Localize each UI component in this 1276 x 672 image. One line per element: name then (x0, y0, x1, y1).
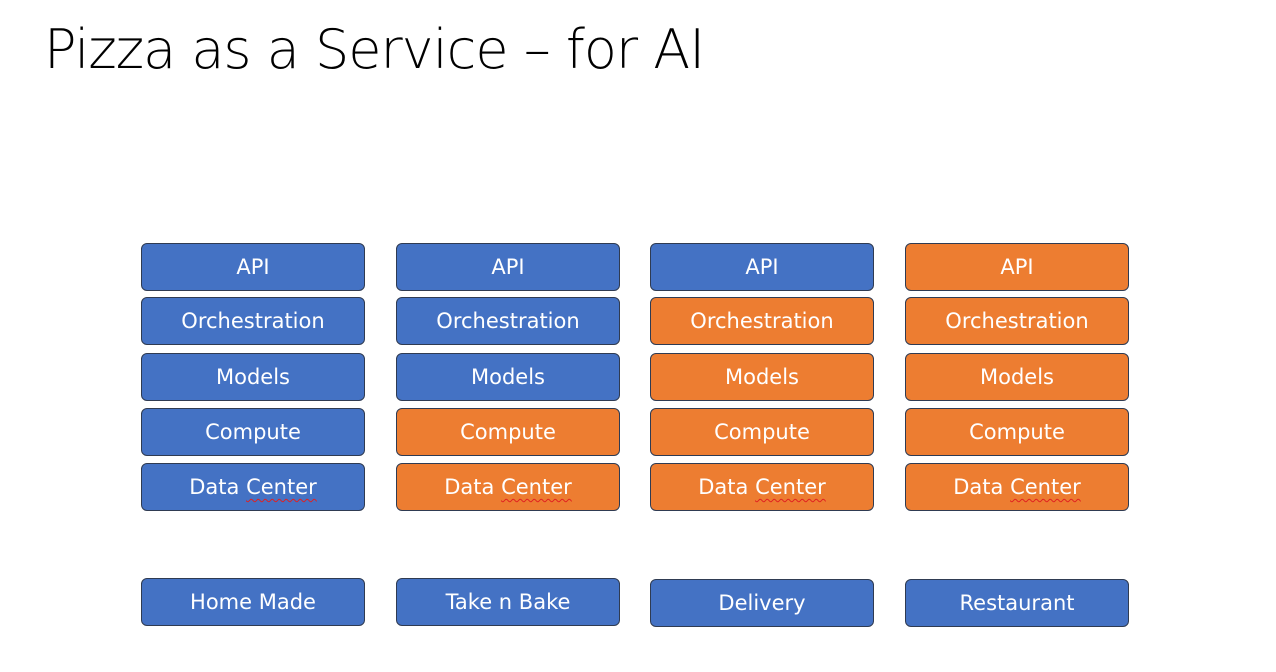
layer-models: Models (396, 353, 620, 401)
layer-data-center: Data Center (905, 463, 1129, 511)
layer-orchestration: Orchestration (396, 297, 620, 345)
layer-data-center: Data Center (396, 463, 620, 511)
layer-orchestration: Orchestration (650, 297, 874, 345)
layer-api: API (905, 243, 1129, 291)
footer-label-delivery: Delivery (650, 579, 874, 627)
layer-compute: Compute (396, 408, 620, 456)
layer-api: API (141, 243, 365, 291)
layer-api: API (650, 243, 874, 291)
footer-label-take-n-bake: Take n Bake (396, 578, 620, 626)
layer-compute: Compute (650, 408, 874, 456)
footer-label-restaurant: Restaurant (905, 579, 1129, 627)
layer-compute: Compute (141, 408, 365, 456)
slide-title: Pizza as a Service – for AI (44, 18, 705, 81)
layer-orchestration: Orchestration (141, 297, 365, 345)
layer-compute: Compute (905, 408, 1129, 456)
layer-data-center: Data Center (650, 463, 874, 511)
layer-models: Models (141, 353, 365, 401)
layer-models: Models (905, 353, 1129, 401)
layer-orchestration: Orchestration (905, 297, 1129, 345)
layer-api: API (396, 243, 620, 291)
layer-models: Models (650, 353, 874, 401)
footer-label-home-made: Home Made (141, 578, 365, 626)
layer-data-center: Data Center (141, 463, 365, 511)
